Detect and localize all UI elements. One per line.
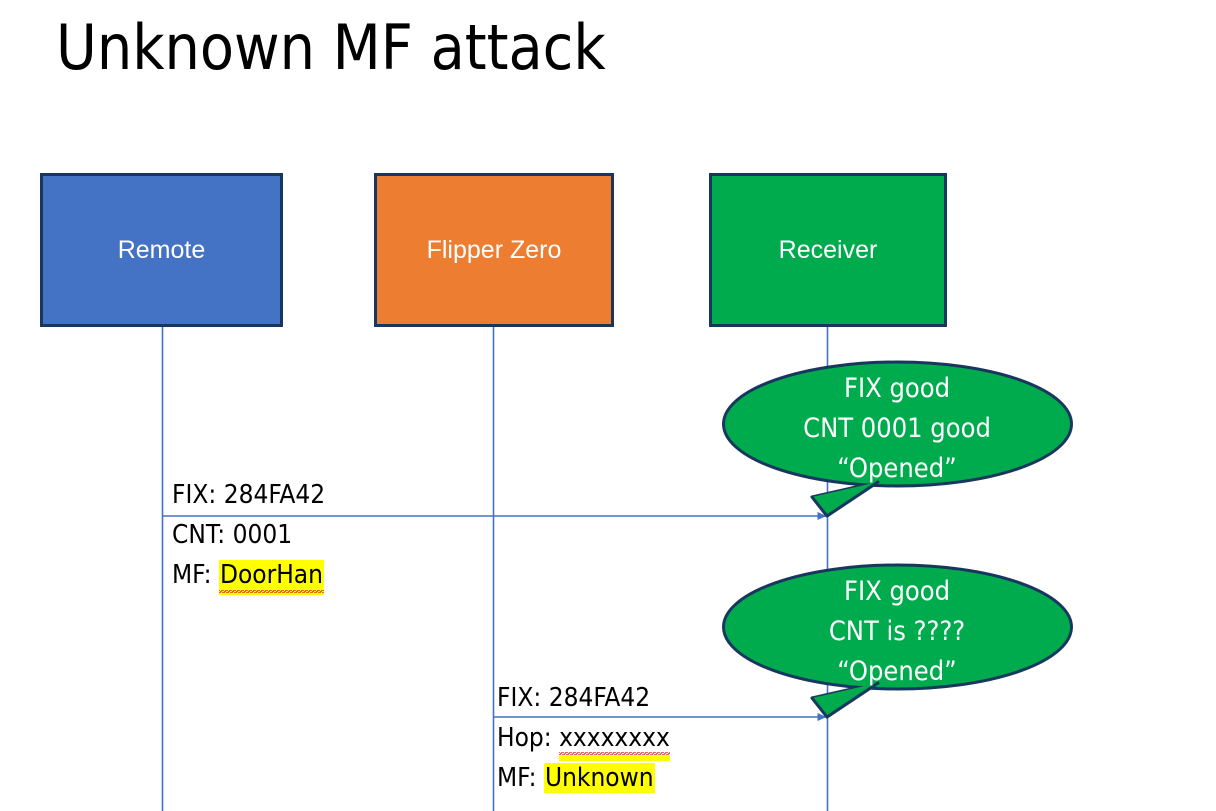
message-2-mf-value: Unknown — [543, 763, 655, 793]
message-2-line-hop: Hop: xxxxxxxx — [497, 718, 670, 758]
message-2-label: FIX: 284FA42 Hop: xxxxxxxx MF: Unknown — [497, 678, 670, 798]
message-1-mf-label: MF: — [172, 560, 212, 590]
message-1-line-cnt: CNT: 0001 — [172, 515, 325, 555]
message-1-fix-value: 284FA42 — [223, 480, 326, 510]
actor-label-receiver: Receiver — [778, 236, 878, 264]
actor-box-remote[interactable]: Remote — [40, 173, 283, 327]
message-1-fix-label: FIX: — [172, 480, 217, 510]
message-2-fix-value: 284FA42 — [548, 683, 651, 713]
callout-1-shape — [722, 360, 1073, 518]
message-2-line-mf: MF: Unknown — [497, 758, 670, 798]
message-1-line-fix: FIX: 284FA42 — [172, 475, 325, 515]
message-2-line-fix: FIX: 284FA42 — [497, 678, 670, 718]
message-1-cnt-label: CNT: — [172, 520, 226, 550]
page-title: Unknown MF attack — [56, 11, 606, 84]
message-1-mf-value: DoorHan — [218, 560, 324, 595]
callout-2-shape — [722, 563, 1073, 719]
actor-box-flipper[interactable]: Flipper Zero — [374, 173, 614, 327]
message-1-label: FIX: 284FA42 CNT: 0001 MF: DoorHan — [172, 475, 325, 595]
message-2-hop-label: Hop: — [497, 723, 552, 753]
message-2-hop-value: xxxxxxxx — [559, 723, 670, 761]
message-2-mf-label: MF: — [497, 763, 537, 793]
actor-label-flipper: Flipper Zero — [426, 236, 562, 264]
actor-box-receiver[interactable]: Receiver — [709, 173, 947, 327]
message-2-fix-label: FIX: — [497, 683, 542, 713]
message-1-cnt-value: 0001 — [232, 520, 293, 550]
message-1-line-mf: MF: DoorHan — [172, 555, 325, 595]
actor-label-remote: Remote — [117, 236, 206, 264]
